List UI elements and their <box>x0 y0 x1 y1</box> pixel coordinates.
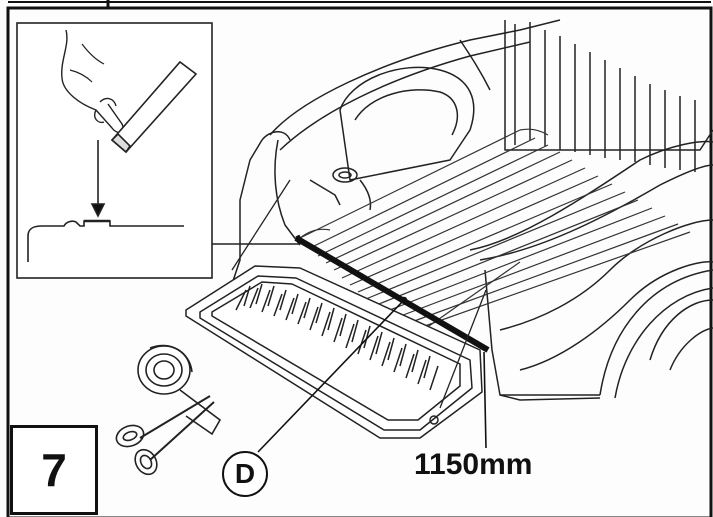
bed-floor-ribs <box>299 128 691 339</box>
tape-roll <box>137 344 222 436</box>
page-frame <box>6 0 713 517</box>
tailgate <box>185 179 487 439</box>
part-callout-letter: D <box>234 458 256 489</box>
part-callout-circle: D <box>222 451 268 497</box>
truck-bed <box>229 19 713 401</box>
tape-length-label: 1150mm <box>414 448 533 481</box>
leader-lines <box>257 296 487 453</box>
step-number: 7 <box>41 444 67 496</box>
tape-strip <box>294 234 490 353</box>
detail-inset <box>16 22 300 279</box>
step-number-box: 7 <box>10 425 98 515</box>
scissors <box>115 395 215 476</box>
